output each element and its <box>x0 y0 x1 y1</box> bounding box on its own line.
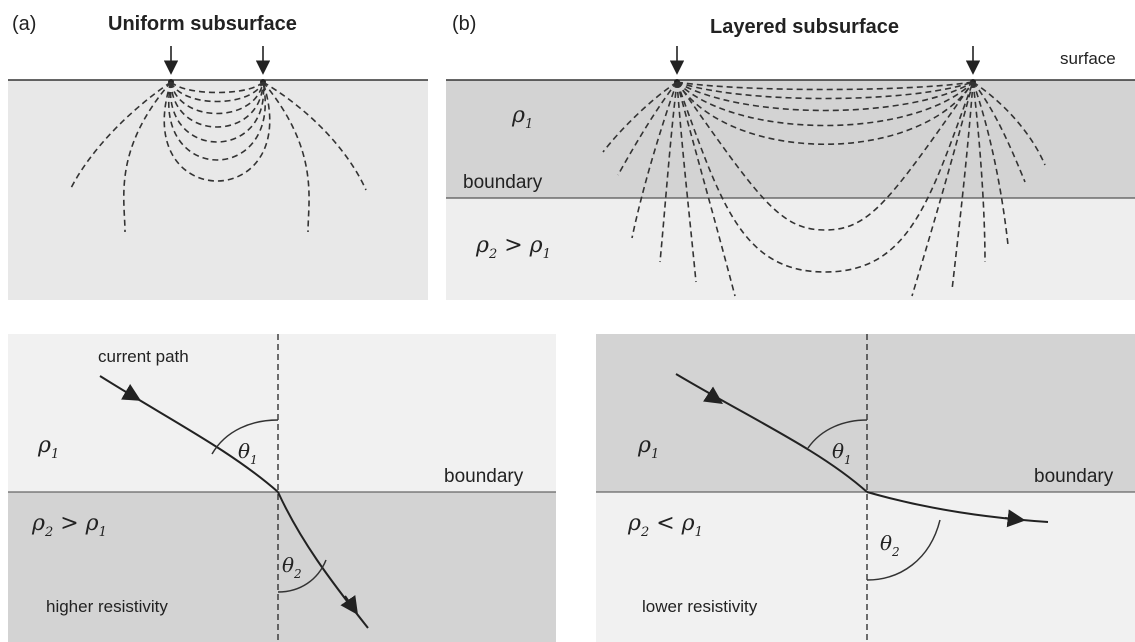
refracted-ray <box>866 491 1049 523</box>
flow-line <box>122 81 172 233</box>
flow-line <box>676 81 736 297</box>
flow-line <box>972 81 1046 166</box>
refracted-ray-arrow <box>1004 509 1026 528</box>
panel-a-current-lines <box>69 81 367 233</box>
theta1-arc <box>807 419 868 449</box>
flow-line <box>676 81 697 283</box>
panel-d-upper-layer <box>596 334 1135 492</box>
flow-line <box>602 81 678 153</box>
panel-d-theta2: θ2 <box>880 531 900 559</box>
incident-ray-arrow <box>703 386 723 404</box>
panel-a: (a) Uniform subsurface <box>8 13 428 300</box>
upper-layer <box>446 80 1135 198</box>
flow-line <box>676 81 974 127</box>
panel-b-rho1: ρ1 <box>511 103 533 132</box>
flow-line <box>170 81 264 128</box>
panel-c-lower-layer <box>8 492 556 642</box>
refracted-ray-arrow <box>340 595 359 615</box>
panel-c-resistivity-label: higher resistivity <box>46 597 168 616</box>
flow-line <box>951 81 974 291</box>
theta1-arc <box>211 419 279 455</box>
flow-line <box>972 81 1009 246</box>
current-path-label: current path <box>98 347 189 366</box>
theta2-arc <box>277 559 327 593</box>
flow-line <box>911 81 974 297</box>
flow-line <box>262 81 367 191</box>
flow-line <box>972 81 1026 183</box>
theta2-arc <box>866 519 941 581</box>
flow-line <box>168 81 266 161</box>
flow-line <box>170 81 264 103</box>
panel-b: (b) Layered subsurface surface ρ1 bounda… <box>446 13 1135 300</box>
flow-line <box>617 81 678 176</box>
uniform-ground <box>8 80 428 300</box>
panel-d-boundary-label: boundary <box>1034 466 1114 487</box>
panel-c-theta1: θ1 <box>238 439 258 467</box>
flow-line <box>170 81 264 115</box>
panel-a-tag: (a) <box>12 13 36 35</box>
panel-b-title: Layered subsurface <box>710 16 899 38</box>
panel-c-boundary-label: boundary <box>444 466 524 487</box>
flow-line <box>676 81 974 273</box>
flow-line <box>169 81 265 143</box>
panel-b-rho2-expr: ρ2 > ρ1 <box>475 233 551 262</box>
panel-b-boundary-label: boundary <box>463 172 543 193</box>
panel-c-theta2: θ2 <box>282 553 302 581</box>
incident-ray-arrow <box>121 383 142 401</box>
flow-line <box>631 81 678 239</box>
panel-c-rho2-expr: ρ2 > ρ1 <box>31 511 107 540</box>
lower-layer <box>446 198 1135 300</box>
panel-c-upper-layer <box>8 334 556 492</box>
flow-line <box>163 81 271 182</box>
panel-d-rho2-expr: ρ2 < ρ1 <box>627 511 703 540</box>
panel-c-rho1: ρ1 <box>37 433 59 462</box>
flow-line <box>676 81 974 100</box>
panel-b-tag: (b) <box>452 13 476 35</box>
panel-d-theta1: θ1 <box>832 439 852 467</box>
panel-d-lower-layer <box>596 492 1135 642</box>
panel-d-rho1: ρ1 <box>637 433 659 462</box>
surface-label: surface <box>1060 49 1116 68</box>
flow-line <box>676 81 974 146</box>
flow-line <box>972 81 986 263</box>
flow-line <box>676 81 974 112</box>
panel-d: ρ1 boundary ρ2 < ρ1 lower resistivity θ1… <box>596 334 1135 642</box>
flow-line <box>659 81 678 263</box>
panel-b-current-lines <box>602 81 1046 297</box>
panel-a-title: Uniform subsurface <box>108 13 297 35</box>
flow-line <box>69 81 172 191</box>
panel-c: current path ρ1 boundary ρ2 > ρ1 higher … <box>8 334 556 642</box>
panel-d-resistivity-label: lower resistivity <box>642 597 758 616</box>
